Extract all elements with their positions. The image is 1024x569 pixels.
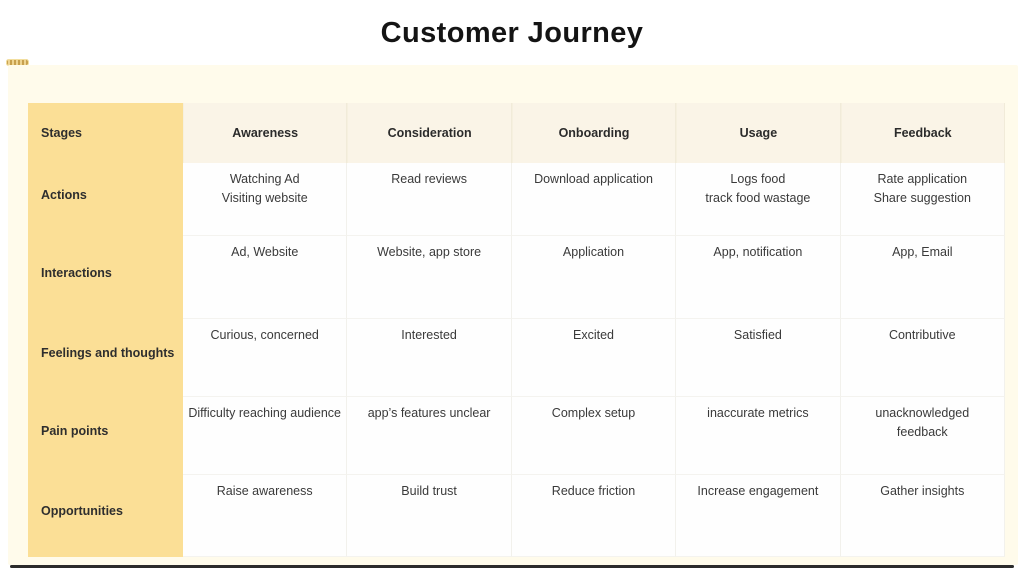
journey-cell: Interested xyxy=(347,319,512,397)
mini-tag-chip xyxy=(6,59,29,66)
journey-cell: Rate application Share suggestion xyxy=(840,163,1005,236)
journey-cell: Download application xyxy=(511,163,677,236)
journey-cell: Watching Ad Visiting website xyxy=(183,163,348,236)
journey-cell: Complex setup xyxy=(511,397,677,475)
journey-cell: Gather insights xyxy=(840,475,1005,557)
journey-cell: Logs food track food wastage xyxy=(676,163,841,236)
journey-cell: App, notification xyxy=(676,236,841,319)
bottom-edge-bar xyxy=(10,565,1014,568)
row-label-actions: Actions xyxy=(28,163,183,236)
journey-cell: App, Email xyxy=(840,236,1005,319)
journey-cell: Contributive xyxy=(840,319,1005,397)
journey-cell: unacknowledged feedback xyxy=(840,397,1005,475)
row-label-pain-points: Pain points xyxy=(28,397,183,475)
journey-cell: Curious, concerned xyxy=(183,319,348,397)
column-header-consideration: Consideration xyxy=(347,103,512,163)
row-label-interactions: Interactions xyxy=(28,236,183,319)
journey-cell: Website, app store xyxy=(347,236,512,319)
row-label-feelings-and-thoughts: Feelings and thoughts xyxy=(28,319,183,397)
journey-cell: Difficulty reaching audience xyxy=(183,397,348,475)
journey-cell: Build trust xyxy=(347,475,512,557)
journey-cell: Read reviews xyxy=(347,163,512,236)
journey-cell: inaccurate metrics xyxy=(676,397,841,475)
column-header-awareness: Awareness xyxy=(183,103,348,163)
page-title: Customer Journey xyxy=(380,17,644,49)
stages-corner-header: Stages xyxy=(28,103,183,163)
column-header-feedback: Feedback xyxy=(840,103,1005,163)
column-header-usage: Usage xyxy=(676,103,841,163)
journey-cell: Increase engagement xyxy=(676,475,841,557)
journey-cell: Raise awareness xyxy=(183,475,348,557)
row-label-opportunities: Opportunities xyxy=(28,475,183,557)
journey-cell: Application xyxy=(511,236,677,319)
column-header-onboarding: Onboarding xyxy=(511,103,677,163)
journey-cell: app’s features unclear xyxy=(347,397,512,475)
journey-cell: Excited xyxy=(511,319,677,397)
journey-cell: Satisfied xyxy=(676,319,841,397)
customer-journey-table: Stages Awareness Consideration Onboardin… xyxy=(28,103,1005,557)
journey-cell: Ad, Website xyxy=(183,236,348,319)
journey-cell: Reduce friction xyxy=(511,475,677,557)
